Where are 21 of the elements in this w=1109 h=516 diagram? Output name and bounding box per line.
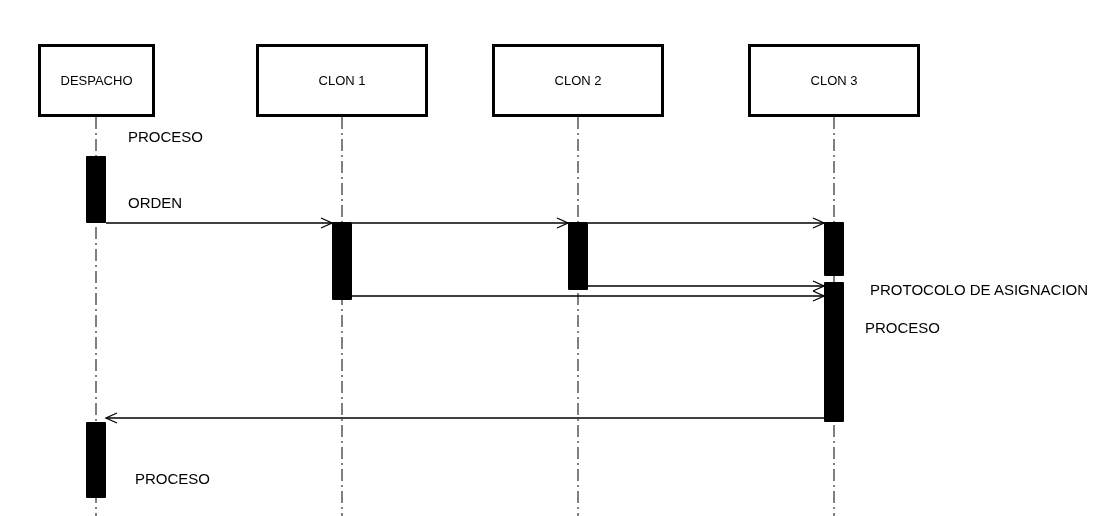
activation-bar (568, 222, 588, 290)
lifeline-head-box: CLON 2 (492, 44, 664, 117)
message-label: PROCESO (128, 128, 203, 145)
activation-bar (332, 222, 352, 300)
activation-bar (86, 422, 106, 498)
message-arrow (351, 290, 825, 302)
process-label: PROCESO (865, 319, 940, 336)
message-arrow (105, 217, 333, 229)
edge-label: ORDEN (128, 194, 183, 211)
message-arrow (587, 280, 825, 292)
lifeline-head-box: CLON 3 (748, 44, 920, 117)
activation-bar (824, 222, 844, 276)
activation-bar (824, 282, 844, 422)
message-label: PROTOCOLO DE ASIGNACION (870, 281, 1089, 298)
message-arrow (351, 217, 569, 229)
message-arrow (105, 412, 825, 424)
message-arrow (587, 217, 825, 229)
activation-bar (86, 156, 106, 223)
lifeline-head-box: CLON 1 (256, 44, 428, 117)
lifeline-head-box: DESPACHO (38, 44, 155, 117)
process-label: PROCESO (135, 470, 210, 487)
